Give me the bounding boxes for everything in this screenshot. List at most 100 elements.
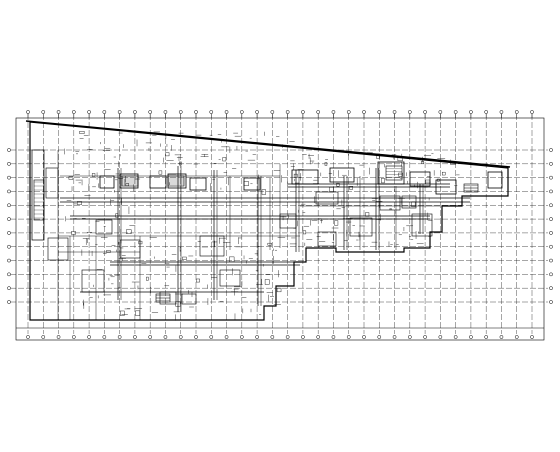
axis-bubble — [285, 335, 290, 339]
axis-bubble — [530, 110, 534, 114]
axis-bubble — [148, 110, 153, 114]
axis-bubble — [7, 300, 11, 304]
room — [81, 269, 105, 293]
detail-symbol — [138, 240, 143, 245]
axis-bubble — [301, 110, 305, 114]
hatched-block — [463, 183, 479, 193]
detail-symbol — [329, 187, 334, 193]
dense-detail — [64, 131, 479, 321]
axis-bubble — [407, 335, 412, 339]
detail-symbol — [222, 157, 227, 162]
equipment-room — [189, 177, 207, 191]
axis-bubble — [549, 244, 553, 249]
axis-bubble — [178, 110, 183, 114]
axis-bubble — [239, 335, 244, 339]
axis-bubble — [7, 203, 11, 208]
axis-bubble — [316, 335, 321, 339]
axis-bubble — [499, 335, 504, 339]
detail-symbol — [376, 153, 380, 159]
detail-symbol — [71, 231, 76, 235]
axis-bubble — [71, 335, 76, 339]
detail-symbol — [397, 157, 403, 162]
axis-bubble — [224, 335, 229, 339]
detail-symbol — [264, 279, 270, 285]
axis-bubble — [438, 335, 443, 339]
interior-walls — [57, 150, 440, 320]
axis-bubble — [7, 272, 11, 277]
axis-bubble — [499, 110, 504, 114]
axis-bubble — [7, 258, 11, 263]
axis-bubble — [549, 189, 553, 194]
axis-bubble — [7, 231, 11, 235]
left-room — [47, 237, 69, 261]
left-stair-core — [33, 179, 45, 221]
detail-symbol — [261, 189, 266, 195]
axis-bubble — [549, 161, 553, 166]
axis-bubble — [549, 203, 553, 208]
detail-symbol — [106, 250, 111, 253]
room — [181, 293, 197, 305]
axis-bubble — [549, 300, 553, 304]
left-axis-bubbles — [7, 148, 11, 304]
detail-symbol — [267, 242, 272, 246]
building-outline — [25, 120, 511, 321]
axis-bubble — [377, 335, 382, 339]
axis-bubble — [7, 175, 11, 180]
axis-bubble — [549, 272, 553, 277]
axis-bubble — [255, 335, 259, 339]
hatched-block — [121, 175, 139, 187]
axis-bubble — [56, 110, 61, 114]
equipment-room — [329, 167, 355, 183]
axis-bubble — [423, 335, 427, 339]
detail-symbol — [125, 183, 129, 186]
axis-bubble — [285, 110, 290, 114]
axis-bubble — [102, 335, 107, 339]
axis-bubble — [148, 335, 153, 339]
room — [349, 217, 373, 237]
detail-symbol — [293, 173, 298, 178]
axis-bubble — [133, 110, 137, 114]
detail-symbol — [398, 172, 403, 177]
hatched-block — [167, 175, 185, 187]
detail-symbol — [175, 301, 181, 307]
detail-symbol — [243, 181, 249, 186]
axis-bubble — [102, 110, 107, 114]
detail-symbol — [334, 220, 339, 226]
detail-symbol — [421, 160, 424, 164]
detail-symbol — [381, 178, 385, 184]
outer-frame — [15, 117, 545, 341]
axis-bubble — [7, 244, 11, 249]
detail-symbol — [324, 162, 328, 166]
equipment-room — [487, 171, 503, 189]
axis-bubble — [209, 335, 214, 339]
detail-symbol — [120, 310, 125, 316]
axis-bubble — [392, 335, 397, 339]
axis-bubble — [346, 110, 351, 114]
axis-bubble — [117, 335, 122, 339]
bottom-axis-bubbles — [26, 335, 534, 339]
axis-bubble — [469, 110, 473, 114]
axis-bubble — [407, 110, 412, 114]
axis-bubble — [117, 110, 122, 114]
detail-symbol — [276, 287, 282, 293]
axis-bubble — [7, 286, 11, 291]
detail-symbol — [336, 182, 340, 187]
detail-symbol — [196, 278, 200, 283]
axis-bubble — [270, 110, 275, 114]
axis-bubble — [362, 110, 366, 114]
room — [95, 219, 113, 235]
axis-bubble — [484, 110, 489, 114]
detail-symbol — [178, 161, 182, 166]
axis-bubble — [346, 335, 351, 339]
axis-bubble — [549, 286, 553, 291]
axis-bubble — [392, 110, 397, 114]
axis-bubble — [316, 110, 321, 114]
axis-bubble — [239, 110, 244, 114]
detail-symbol — [229, 256, 235, 262]
axis-bubble — [224, 110, 229, 114]
axis-bubble — [255, 110, 259, 114]
building-perimeter — [29, 121, 509, 321]
axis-bubble — [377, 110, 382, 114]
axis-bubble — [438, 110, 443, 114]
axis-bubble — [301, 335, 305, 339]
